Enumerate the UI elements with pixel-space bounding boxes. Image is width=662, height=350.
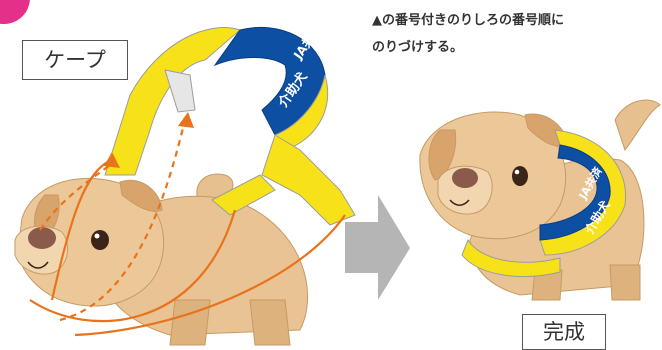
- cape-label: ケープ: [22, 40, 128, 80]
- worn-cape: JA共済 介助犬: [461, 129, 627, 277]
- instruction-line-2: のりづけする。: [372, 40, 464, 55]
- arrow-head-right: [178, 112, 194, 128]
- instruction-line-1: ▲の番号付きのりしろの番号順に: [372, 13, 564, 28]
- left-dog-figure: [14, 173, 309, 346]
- instruction-text: ▲の番号付きのりしろの番号順に のりづけする。: [372, 7, 662, 61]
- complete-label: 完成: [522, 314, 606, 350]
- glue-guide-arrows: [29, 119, 346, 337]
- arrow-head-left: [104, 152, 120, 168]
- next-step-arrow: [345, 195, 410, 300]
